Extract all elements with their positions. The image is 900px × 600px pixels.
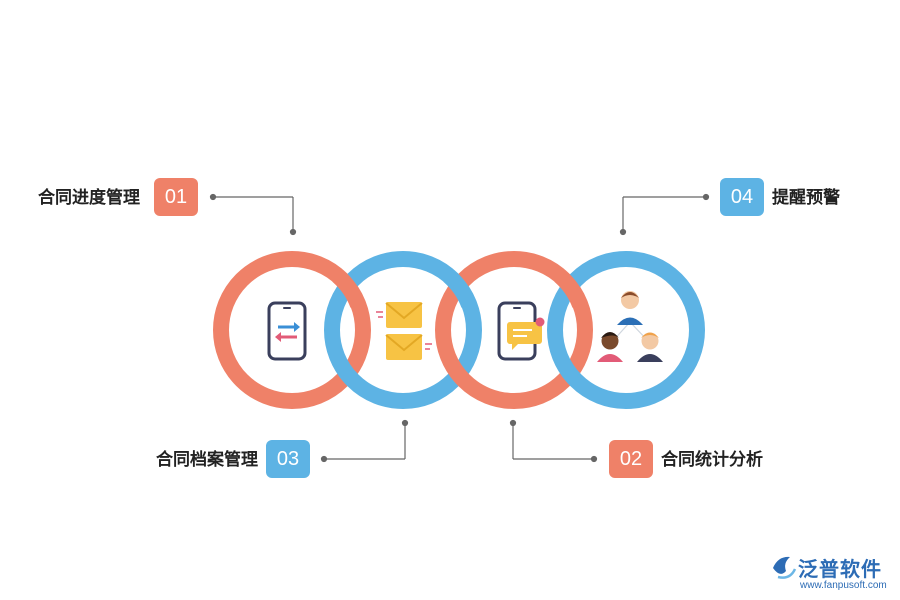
label-reminder-alert: 提醒预警 [772,188,840,208]
connector-02 [509,419,598,463]
badge-03: 03 [266,440,310,478]
connector-01 [209,193,297,236]
ring-1-overlap [332,269,366,309]
ring-3-overlap [554,269,588,309]
phone-transfer-icon [267,301,307,361]
ring-2 [324,251,482,409]
phone-message-icon [497,301,545,361]
label-contract-statistics: 合同统计分析 [661,450,763,470]
ring-3 [435,251,593,409]
ring-4 [547,251,705,409]
connector-04 [619,193,710,236]
ring-2-overlap [443,269,477,309]
team-icon [597,291,663,362]
ring-1 [213,251,371,409]
logo: 泛普软件 www.fanpusoft.com [770,553,894,595]
logo-mark-icon [773,556,797,579]
label-contract-archive: 合同档案管理 [156,450,258,470]
badge-01: 01 [154,178,198,216]
label-contract-progress: 合同进度管理 [38,188,140,208]
envelopes-icon [376,302,432,360]
connector-03 [320,419,409,463]
logo-name: 泛普软件 [798,557,882,581]
badge-04: 04 [720,178,764,216]
logo-url: www.fanpusoft.com [800,580,887,591]
badge-02: 02 [609,440,653,478]
